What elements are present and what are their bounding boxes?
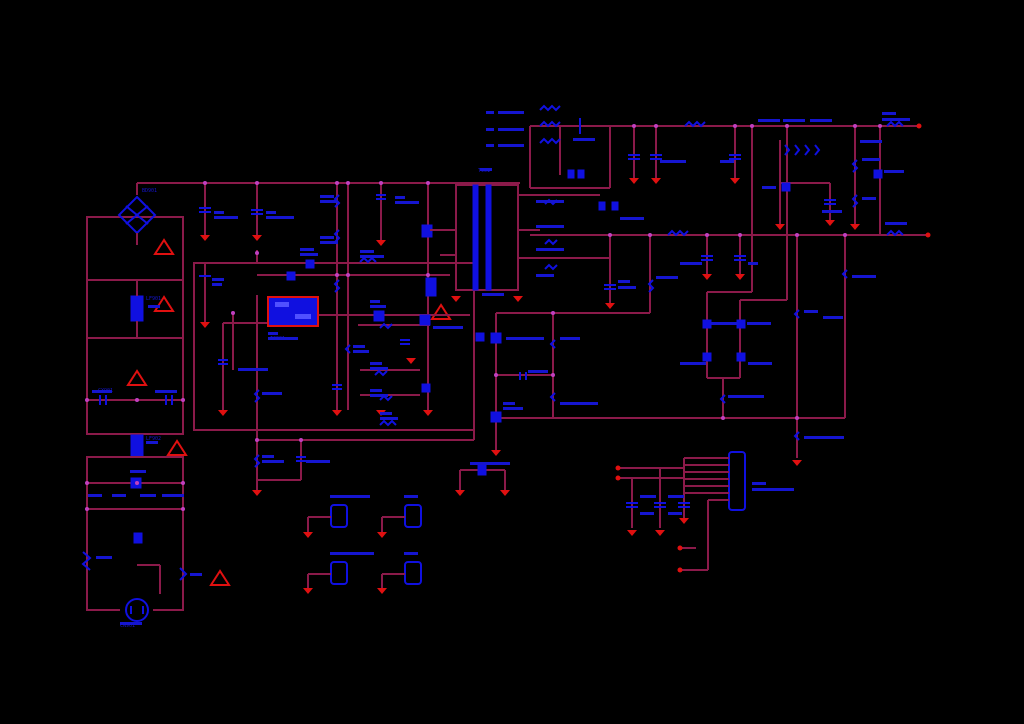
common-mode-choke-2: LF902 [86,434,184,510]
warning-icon [153,238,175,255]
transformer: T901 [430,168,610,302]
common-mode-choke-1: LF901 [86,280,184,339]
primary-network [193,183,475,496]
fuse-and-inlet: CN901 [81,509,188,629]
mounting-points [303,504,422,594]
secondary-components [455,104,931,496]
warning-icon [153,295,175,312]
label-marks [88,111,910,625]
warning-icon [209,569,231,586]
svg-text:BD901: BD901 [142,188,157,194]
bridge-rectifier: BD901 [86,182,520,281]
warning-icon [430,303,452,320]
warning-icon [126,369,148,386]
svg-text:CN901: CN901 [120,623,135,629]
warning-icon [166,439,188,456]
bulk-capacitors [199,183,263,241]
pwm-controller-ic: IC901 [267,296,319,342]
junction-dots [85,124,882,511]
output-connector [615,451,746,573]
secondary-main-rail [459,125,930,490]
svg-text:LF902: LF902 [146,436,161,442]
svg-text:LF901: LF901 [146,296,161,302]
warning-icons [126,238,452,586]
